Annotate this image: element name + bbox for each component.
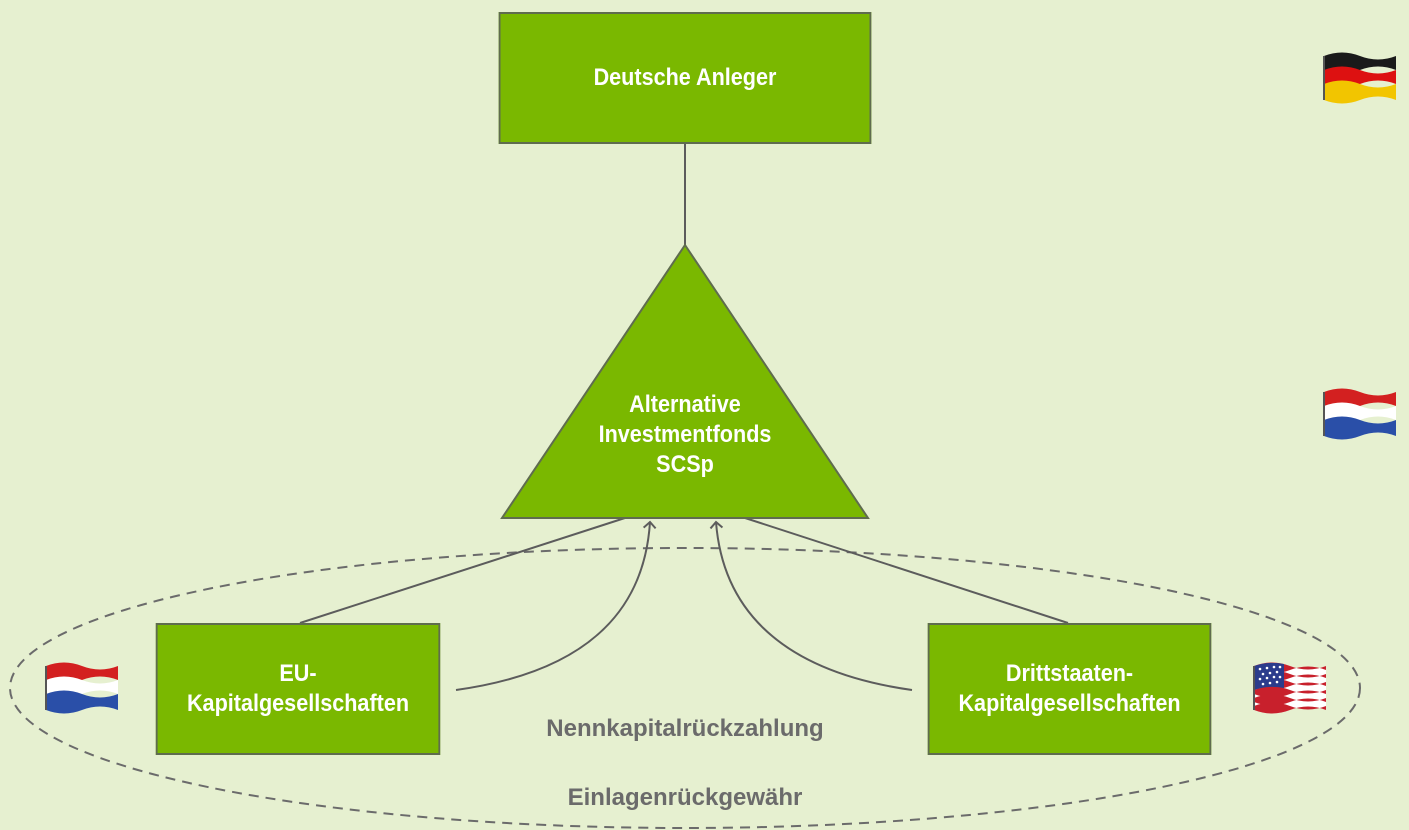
fund-label-line1: Alternative: [629, 391, 741, 418]
grouping-ellipse: [9, 547, 1361, 829]
netherlands-flag-mid-icon: [1323, 388, 1396, 440]
caption-nennkapitalrueckzahlung: Nennkapitalrückzahlung: [546, 715, 824, 742]
usa-flag-icon: [1253, 662, 1326, 714]
germany-flag-icon: [1323, 52, 1396, 104]
netherlands-flag-left-icon: [45, 662, 118, 714]
fund-triangle-label: Alternative Investmentfonds SCSp: [573, 390, 798, 480]
node-drittstaaten-label-line1: Drittstaaten-: [1005, 660, 1134, 687]
node-deutsche-anleger: Deutsche Anleger: [498, 12, 872, 144]
fund-label-line2: Investmentfonds: [598, 421, 772, 448]
node-drittstaaten-kapitalgesellschaften: Drittstaaten- Kapitalgesellschaften: [927, 623, 1212, 755]
node-deutsche-anleger-label: Deutsche Anleger: [593, 64, 777, 91]
connector-right-to-fund: [741, 516, 1069, 624]
caption-einlagenrueckgewaehr: Einlagenrückgewähr: [567, 784, 803, 811]
arrow-right-return: [709, 520, 913, 691]
node-drittstaaten-label-line2: Kapitalgesellschaften: [958, 690, 1181, 717]
fund-label-line3: SCSp: [656, 451, 714, 478]
connector-left-to-fund: [299, 516, 629, 624]
arrow-left-return: [455, 520, 657, 691]
fund-triangle: [500, 243, 870, 519]
node-eu-label-line2: Kapitalgesellschaften: [186, 690, 410, 717]
node-eu-kapitalgesellschaften: EU- Kapitalgesellschaften: [155, 623, 441, 755]
node-eu-label-line1: EU-: [279, 660, 317, 687]
